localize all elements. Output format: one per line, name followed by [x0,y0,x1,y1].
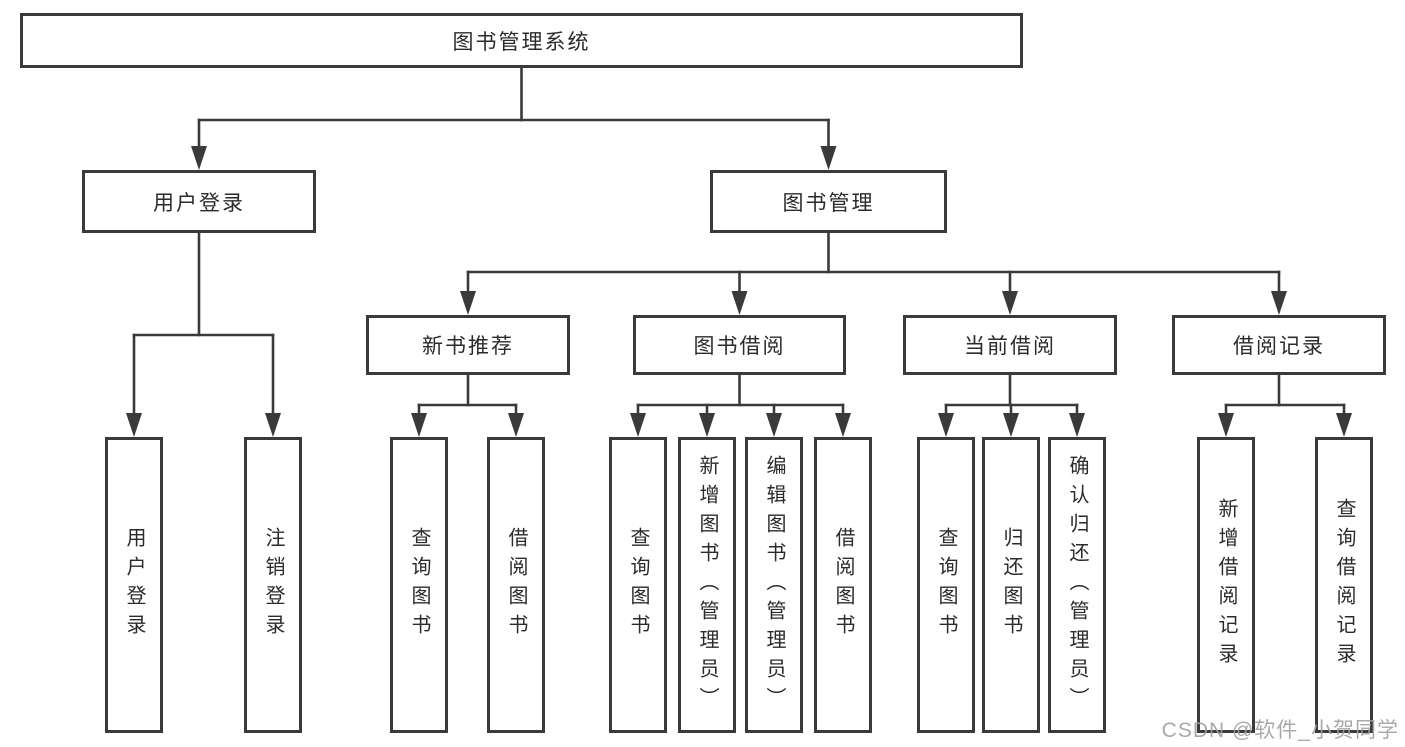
node-user-login-label: 用户登录 [153,191,245,215]
leaf-current-confirm-return-admin: 确认归还（管理员） [1048,437,1106,733]
leaf-recommend-borrow-books-label: 借阅图书 [505,527,527,643]
leaf-recommend-query-books: 查询图书 [390,437,448,733]
node-borrow-records: 借阅记录 [1172,315,1386,375]
leaf-recommend-query-books-label: 查询图书 [408,527,430,643]
node-new-book-recommend: 新书推荐 [366,315,570,375]
node-current-borrow-label: 当前借阅 [964,335,1056,358]
node-user-login: 用户登录 [82,170,316,233]
node-book-management-label: 图书管理 [782,191,875,215]
leaf-user-login: 用户登录 [105,437,163,733]
node-borrow-records-label: 借阅记录 [1233,335,1325,358]
node-new-book-recommend-label: 新书推荐 [422,335,514,358]
leaf-current-query-books-label: 查询图书 [935,527,957,643]
node-book-borrow: 图书借阅 [633,315,846,375]
node-root-label: 图书管理系统 [452,30,591,54]
leaf-records-query-record: 查询借阅记录 [1315,437,1373,733]
leaf-borrow-edit-books-admin-label: 编辑图书（管理员） [763,454,785,716]
node-book-management: 图书管理 [710,170,947,233]
leaf-user-login-label: 用户登录 [123,527,145,643]
node-root: 图书管理系统 [20,13,1023,68]
leaf-current-query-books: 查询图书 [917,437,975,733]
leaf-records-add-record-label: 新增借阅记录 [1215,498,1237,672]
leaf-records-query-record-label: 查询借阅记录 [1333,498,1355,672]
node-book-borrow-label: 图书借阅 [693,335,786,358]
leaf-borrow-query-books: 查询图书 [609,437,667,733]
leaf-current-return-books-label: 归还图书 [1000,527,1022,643]
leaf-recommend-borrow-books: 借阅图书 [487,437,545,733]
leaf-borrow-borrow-books: 借阅图书 [814,437,872,733]
leaf-logout-label: 注销登录 [262,527,284,643]
leaf-borrow-query-books-label: 查询图书 [627,527,649,643]
leaf-current-confirm-return-admin-label: 确认归还（管理员） [1066,454,1088,716]
leaf-borrow-edit-books-admin: 编辑图书（管理员） [745,437,803,733]
csdn-watermark: CSDN @软件_小贺同学 [1161,719,1399,742]
leaf-borrow-add-books-admin-label: 新增图书（管理员） [696,454,718,716]
leaf-borrow-borrow-books-label: 借阅图书 [832,527,854,643]
leaf-borrow-add-books-admin: 新增图书（管理员） [678,437,736,733]
node-current-borrow: 当前借阅 [903,315,1117,375]
leaf-logout: 注销登录 [244,437,302,733]
leaf-current-return-books: 归还图书 [982,437,1040,733]
leaf-records-add-record: 新增借阅记录 [1197,437,1255,733]
